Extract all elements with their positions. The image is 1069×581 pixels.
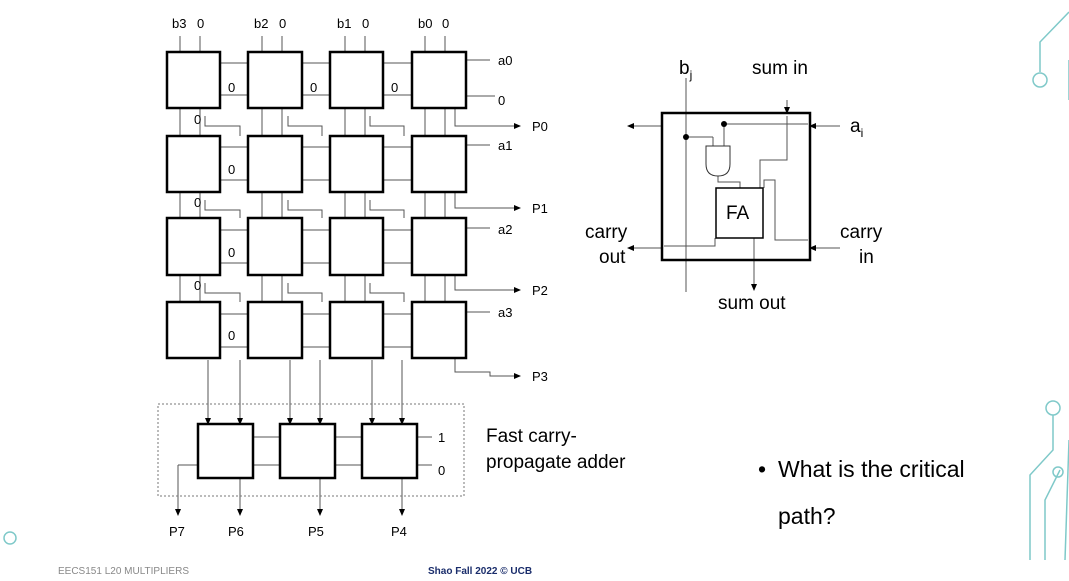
a-label: a3 (498, 305, 512, 320)
zero-label: 0 (279, 16, 286, 31)
zero-label: 0 (498, 93, 505, 108)
array-cell (410, 300, 468, 360)
b-label: b2 (254, 16, 268, 31)
bj-label: bj (679, 58, 692, 82)
carry-in-label: in (859, 247, 874, 268)
p-label: P1 (532, 201, 548, 216)
b-label: b1 (337, 16, 351, 31)
zero-label: 0 (228, 162, 235, 177)
bullet-text: path? (778, 503, 836, 529)
bullet-text: What is the critical (778, 456, 965, 482)
zero-label: 0 (442, 16, 449, 31)
array-cell (246, 50, 304, 110)
b-label: b3 (172, 16, 186, 31)
array-wires (175, 36, 521, 516)
adder-input-label: 0 (438, 463, 445, 478)
array-cell (328, 300, 385, 360)
decorative-circuit-bottom (3, 400, 1069, 561)
full-adder-label: FA (726, 203, 750, 224)
footer-copyright: Shao Fall 2022 © UCB (428, 566, 533, 577)
array-cell (246, 216, 304, 277)
zero-label: 0 (194, 112, 201, 127)
and-gate (705, 145, 731, 177)
zero-label: 0 (310, 80, 317, 95)
sum-in-label: sum in (752, 58, 808, 79)
zero-label: 0 (228, 328, 235, 343)
adder-boundary (157, 403, 465, 497)
ai-label: ai (850, 116, 863, 140)
zero-label: 0 (194, 195, 201, 210)
array-cell (165, 300, 222, 360)
a-label: a1 (498, 138, 512, 153)
bottom-p-label: P6 (228, 524, 244, 539)
zero-label: 0 (228, 80, 235, 95)
adder-caption: propagate adder (486, 452, 626, 473)
a-label: a0 (498, 53, 512, 68)
array-cell (410, 134, 468, 194)
bullet-question: • What is the critical path? (758, 456, 965, 529)
bottom-p-label: P7 (169, 524, 185, 539)
carry-out-label: out (599, 247, 626, 268)
array-cell (410, 50, 468, 110)
cell-detail: FA bj sum in ai carry out carry in sum o… (585, 58, 883, 314)
bottom-p-label: P4 (391, 524, 407, 539)
array-multiplier: b3 0 b2 0 b1 0 b0 0 a0 a1 a2 a3 0 P0 P1 … (157, 16, 626, 539)
footer-course: EECS151 L20 MULTIPLIERS (58, 566, 189, 577)
array-cells (165, 50, 468, 360)
zero-label: 0 (194, 278, 201, 293)
array-cell (410, 216, 468, 277)
bottom-p-label: P5 (308, 524, 324, 539)
array-cell (328, 134, 385, 194)
array-cell (328, 216, 385, 277)
carry-in-label: carry (840, 222, 883, 243)
p-label: P3 (532, 369, 548, 384)
carry-out-label: carry (585, 222, 628, 243)
bullet-mark: • (758, 456, 766, 482)
zero-label: 0 (228, 245, 235, 260)
array-cell (328, 50, 385, 110)
p-label: P0 (532, 119, 548, 134)
cell-detail-box (660, 111, 812, 262)
array-cell (165, 134, 222, 194)
array-cell (246, 300, 304, 360)
array-cell (246, 134, 304, 194)
full-adder-box (715, 187, 764, 239)
junction-dot (721, 121, 727, 127)
sum-out-label: sum out (718, 293, 786, 314)
adder-cell (360, 422, 419, 480)
adder-cell (196, 422, 255, 480)
a-label: a2 (498, 222, 512, 237)
array-cell (165, 50, 222, 110)
adder-caption: Fast carry- (486, 426, 577, 447)
p-label: P2 (532, 283, 548, 298)
array-cell (165, 216, 222, 277)
adder-cell (278, 422, 337, 480)
adder-input-label: 1 (438, 430, 445, 445)
b-label: b0 (418, 16, 432, 31)
zero-label: 0 (362, 16, 369, 31)
decorative-circuit-top (1032, 11, 1069, 100)
zero-label: 0 (391, 80, 398, 95)
junction-dot (683, 134, 689, 140)
zero-label: 0 (197, 16, 204, 31)
